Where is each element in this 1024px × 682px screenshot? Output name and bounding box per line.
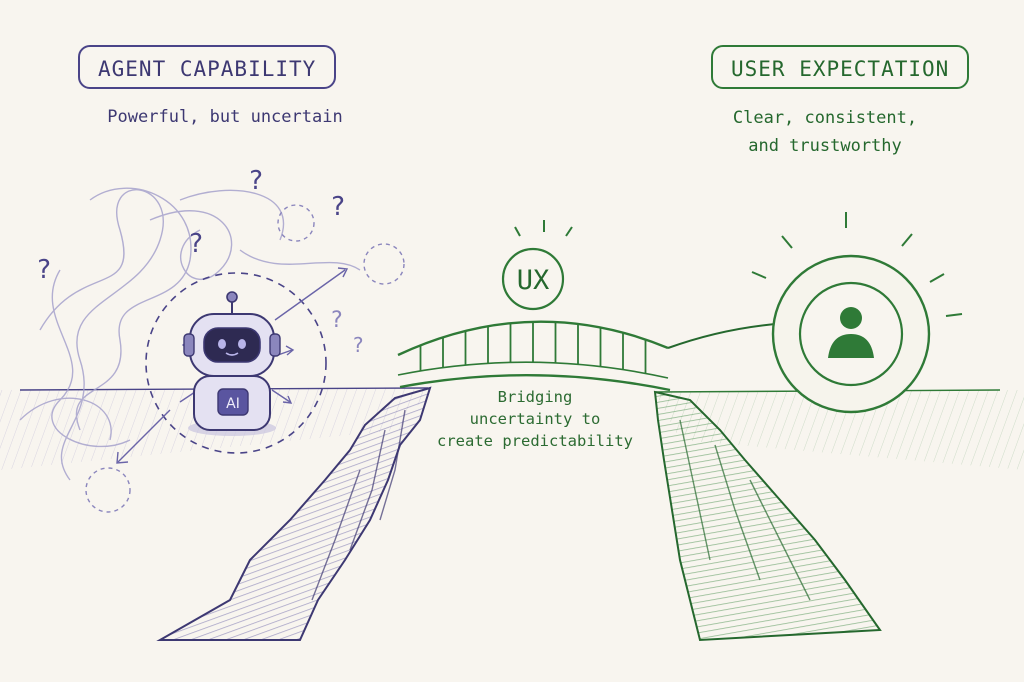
uncertainty-scribbles bbox=[19, 187, 361, 481]
bridge-caption: Bridging uncertainty to create predictab… bbox=[430, 386, 640, 452]
robot-ai-badge: AI bbox=[226, 396, 240, 412]
user-icon bbox=[828, 307, 874, 358]
question-mark-4: ? bbox=[36, 255, 52, 285]
user-expectation-subtitle-line-2: and trustworthy bbox=[748, 136, 902, 156]
user-target bbox=[751, 212, 963, 414]
ux-bridge bbox=[397, 320, 671, 392]
radiance-lines bbox=[751, 212, 963, 317]
left-cliff-cracks bbox=[311, 409, 406, 601]
bridge-caption-line-1: Bridging bbox=[497, 388, 573, 406]
bridge-caption-line-2: uncertainty to bbox=[469, 410, 601, 428]
bridge-caption-line-3: create predictability bbox=[437, 432, 633, 450]
question-marks: ? ? ? ? ? ? bbox=[36, 166, 364, 357]
question-mark-6: ? bbox=[352, 333, 364, 357]
uncertainty-orbit bbox=[145, 272, 327, 454]
question-mark-3: ? bbox=[188, 229, 204, 259]
dashed-circle-2 bbox=[363, 243, 405, 285]
dashed-circle-1 bbox=[277, 204, 315, 242]
agent-capability-subtitle: Powerful, but uncertain bbox=[107, 107, 343, 127]
right-ground bbox=[655, 390, 1024, 470]
right-cliff-cracks bbox=[679, 419, 811, 601]
user-expectation-title: USER EXPECTATION bbox=[711, 45, 970, 89]
agent-capability-title: AGENT CAPABILITY bbox=[78, 45, 337, 89]
user-expectation-subtitle: Clear, consistent, and trustworthy bbox=[725, 104, 925, 160]
question-mark-5: ? bbox=[330, 308, 343, 333]
user-expectation-subtitle-line-1: Clear, consistent, bbox=[732, 108, 918, 128]
question-mark-1: ? bbox=[248, 166, 264, 196]
dashed-circle-3 bbox=[85, 467, 131, 513]
question-mark-2: ? bbox=[330, 192, 346, 222]
ux-label: UX bbox=[517, 265, 550, 296]
ai-robot: AI bbox=[183, 291, 281, 436]
left-cliff bbox=[156, 386, 432, 641]
ux-badge: UX bbox=[501, 220, 573, 311]
